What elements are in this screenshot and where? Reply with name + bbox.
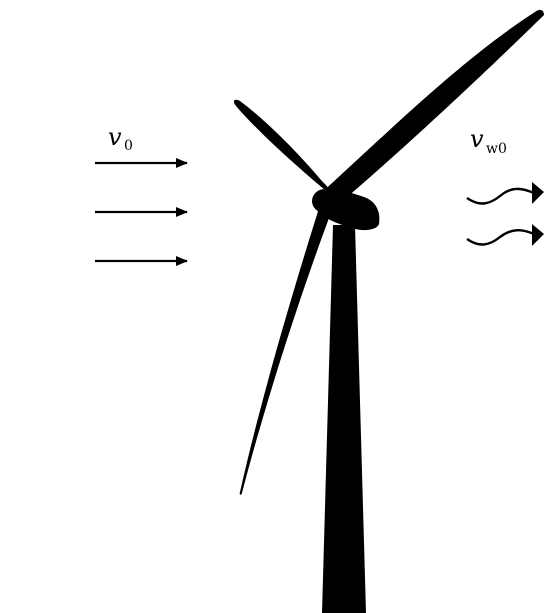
inflow-velocity-symbol: v xyxy=(108,123,122,151)
wake-wavy-arrow-icon xyxy=(466,229,535,246)
inflow-arrows xyxy=(95,158,188,266)
turbine-blade-lower xyxy=(239,205,332,495)
wake-velocity-label: v w0 xyxy=(470,125,507,157)
wake-arrowhead-icon xyxy=(532,224,544,246)
wake-arrows xyxy=(466,182,544,246)
inflow-velocity-subscript: 0 xyxy=(124,138,133,154)
wake-arrowhead-icon xyxy=(532,182,544,204)
wind-turbine-icon xyxy=(233,9,544,613)
wake-velocity-symbol: v xyxy=(470,125,484,153)
inflow-velocity-label: v 0 xyxy=(108,123,133,154)
wake-velocity-subscript: w0 xyxy=(486,141,507,157)
turbine-tower xyxy=(322,225,366,613)
turbine-blade-upper-right xyxy=(320,9,544,210)
wake-wavy-arrow-icon xyxy=(466,187,535,205)
turbine-blade-upper-left xyxy=(233,99,332,195)
